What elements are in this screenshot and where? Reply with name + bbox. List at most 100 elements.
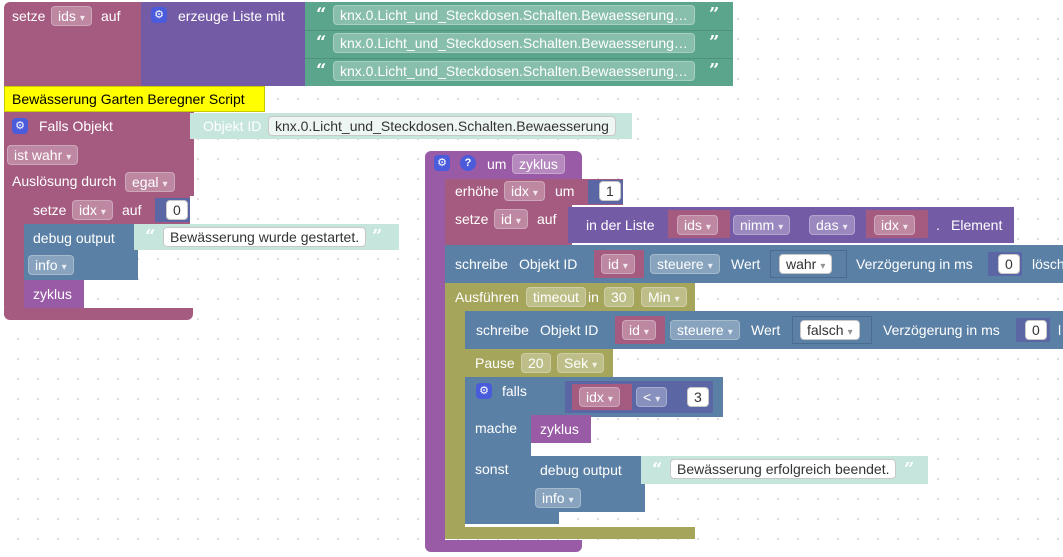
call-zyklus-block[interactable] bbox=[24, 280, 84, 308]
trigger-type-label: Auslösung durch bbox=[12, 173, 117, 189]
write-mode-dropdown[interactable]: steuere bbox=[650, 254, 720, 274]
trigger-body-left bbox=[4, 196, 24, 312]
gear-icon[interactable]: ⚙ bbox=[151, 7, 167, 23]
var-dropdown-id[interactable]: id bbox=[601, 254, 635, 274]
if-label: falls bbox=[502, 383, 527, 399]
pause-value-field[interactable]: 20 bbox=[521, 353, 551, 373]
comment-block[interactable] bbox=[4, 86, 265, 112]
increment-keyword: erhöhe bbox=[455, 183, 499, 199]
in-keyword: in bbox=[588, 289, 599, 305]
debug-text-value[interactable]: Bewässerung erfolgreich beendet. bbox=[670, 459, 897, 479]
trigger-bottom-bar bbox=[4, 308, 193, 320]
list-item-2[interactable] bbox=[305, 30, 733, 58]
var-dropdown-id[interactable]: id bbox=[622, 320, 656, 340]
var-dropdown-ids[interactable]: ids bbox=[51, 6, 92, 26]
delay-label: Verzögerung in ms bbox=[883, 322, 1000, 338]
procedure-block[interactable] bbox=[425, 151, 582, 179]
bool-dropdown[interactable]: falsch bbox=[800, 320, 860, 340]
delay-value[interactable]: 0 bbox=[1025, 320, 1047, 340]
timeout-unit-dropdown[interactable]: Min bbox=[641, 287, 687, 307]
write-label: schreibe bbox=[455, 256, 508, 272]
timeout-body-left bbox=[445, 311, 465, 530]
if-bottom-bar bbox=[465, 510, 559, 524]
compare-value[interactable]: 3 bbox=[687, 387, 709, 407]
call-name: zyklus bbox=[33, 286, 72, 302]
debug-level-dropdown[interactable]: info bbox=[535, 488, 581, 508]
close-quote-icon: ” bbox=[372, 226, 383, 247]
gear-icon[interactable]: ⚙ bbox=[12, 118, 28, 134]
timeout-value-field[interactable]: 30 bbox=[604, 287, 634, 307]
delay-label: Verzögerung in ms bbox=[856, 256, 973, 272]
list-item-text[interactable]: knx.0.Licht_und_Steckdosen.Schalten.Bewa… bbox=[333, 61, 695, 81]
delay-value[interactable]: 0 bbox=[998, 254, 1020, 274]
list-item-1[interactable] bbox=[305, 2, 733, 30]
write-label: schreibe bbox=[476, 322, 529, 338]
open-quote-icon: “ bbox=[316, 4, 327, 25]
to-keyword: auf bbox=[101, 8, 121, 24]
var-dropdown-idx[interactable]: idx bbox=[579, 387, 620, 407]
number-value[interactable]: 0 bbox=[166, 200, 188, 220]
call-name: zyklus bbox=[540, 421, 579, 437]
to-keyword: auf bbox=[537, 211, 557, 227]
procedure-bottom-bar bbox=[425, 540, 582, 552]
list-get-block[interactable] bbox=[568, 207, 1014, 243]
write-object-block[interactable] bbox=[465, 311, 1063, 349]
dot-text: . bbox=[936, 217, 940, 233]
write-object-block[interactable] bbox=[445, 245, 1063, 283]
pause-label: Pause bbox=[475, 355, 515, 371]
var-dropdown-idx[interactable]: idx bbox=[72, 200, 113, 220]
open-quote-icon: “ bbox=[652, 459, 663, 480]
to-keyword: auf bbox=[122, 202, 142, 218]
clear-label: lösch bbox=[1032, 256, 1063, 272]
else-label: sonst bbox=[475, 461, 509, 477]
timeout-bottom-bar bbox=[445, 527, 695, 539]
help-icon[interactable]: ? bbox=[460, 155, 476, 171]
create-list-label: erzeuge Liste mit bbox=[178, 8, 285, 24]
close-quote-icon: ” bbox=[709, 32, 720, 53]
do-label: mache bbox=[475, 420, 518, 436]
objid-value[interactable]: knx.0.Licht_und_Steckdosen.Schalten.Bewa… bbox=[268, 116, 616, 136]
gear-icon[interactable]: ⚙ bbox=[434, 155, 450, 171]
var-dropdown-id[interactable]: id bbox=[494, 209, 528, 229]
objid-label: Objekt ID bbox=[540, 322, 599, 338]
debug-label: debug output bbox=[33, 230, 115, 246]
element-label: Element bbox=[951, 217, 1003, 233]
objid-label: Objekt ID bbox=[203, 118, 262, 134]
close-quote-icon: ” bbox=[709, 60, 720, 81]
set-keyword: setze bbox=[12, 8, 46, 24]
var-dropdown-idx[interactable]: idx bbox=[874, 215, 915, 235]
create-list-block[interactable] bbox=[141, 2, 309, 86]
clear-label: l bbox=[1058, 322, 1062, 338]
comment-text: Bewässerung Garten Beregner Script bbox=[12, 91, 245, 107]
close-quote-icon: ” bbox=[904, 459, 915, 480]
procedure-keyword: um bbox=[487, 156, 507, 172]
list-label: in der Liste bbox=[586, 217, 655, 233]
open-quote-icon: “ bbox=[145, 226, 156, 247]
mode-dropdown[interactable]: nimm bbox=[733, 215, 791, 235]
set-keyword: setze bbox=[455, 211, 489, 227]
procedure-body-left bbox=[425, 179, 445, 541]
bool-dropdown[interactable]: wahr bbox=[779, 254, 833, 274]
var-dropdown-idx[interactable]: idx bbox=[504, 181, 545, 201]
write-mode-dropdown[interactable]: steuere bbox=[670, 320, 740, 340]
trigger-type-dropdown[interactable]: egal bbox=[125, 172, 175, 192]
debug-text-value[interactable]: Bewässerung wurde gestartet. bbox=[163, 227, 367, 247]
gear-icon[interactable]: ⚙ bbox=[476, 383, 492, 399]
condition-dropdown[interactable]: ist wahr bbox=[7, 145, 79, 165]
open-quote-icon: “ bbox=[316, 60, 327, 81]
call-zyklus-block[interactable] bbox=[531, 415, 591, 443]
number-value[interactable]: 1 bbox=[599, 181, 621, 201]
list-item-3[interactable] bbox=[305, 58, 733, 86]
objid-label: Objekt ID bbox=[519, 256, 578, 272]
pause-unit-dropdown[interactable]: Sek bbox=[557, 353, 605, 373]
var-dropdown-ids[interactable]: ids bbox=[677, 215, 718, 235]
close-quote-icon: ” bbox=[709, 4, 720, 25]
list-item-text[interactable]: knx.0.Licht_und_Steckdosen.Schalten.Bewa… bbox=[333, 5, 695, 25]
list-item-text[interactable]: knx.0.Licht_und_Steckdosen.Schalten.Bewa… bbox=[333, 33, 695, 53]
operator-dropdown[interactable]: < bbox=[636, 387, 668, 407]
timeout-name-field[interactable]: timeout bbox=[526, 287, 586, 307]
procedure-name-field[interactable]: zyklus bbox=[512, 154, 565, 174]
which-dropdown[interactable]: das bbox=[809, 215, 855, 235]
debug-level-dropdown[interactable]: info bbox=[28, 255, 74, 275]
open-quote-icon: “ bbox=[316, 32, 327, 53]
